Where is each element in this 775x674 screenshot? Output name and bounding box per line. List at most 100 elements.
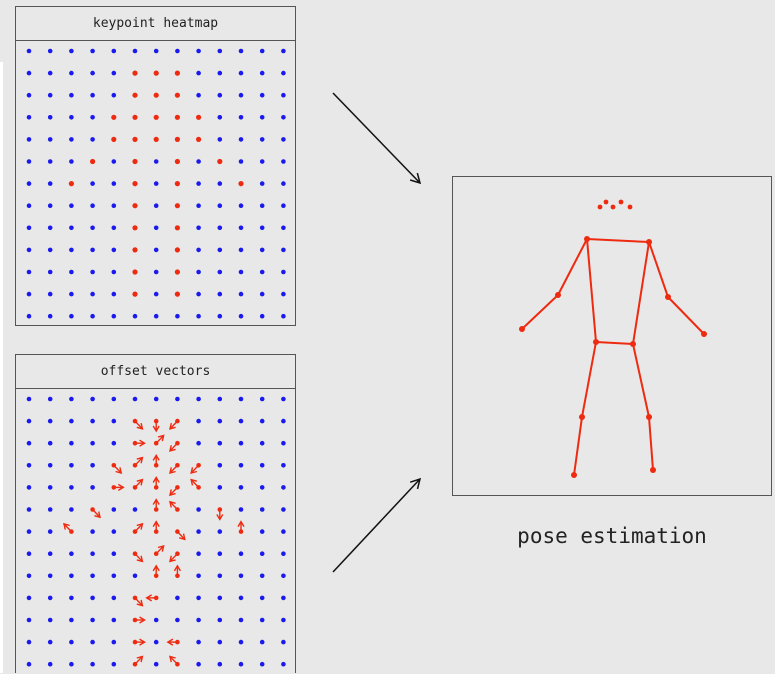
heatmap-grid-point <box>111 269 117 275</box>
offset-grid-point <box>26 507 32 512</box>
offset-grid-point <box>259 418 265 424</box>
offset-grid-point <box>26 573 32 579</box>
pose-joint-r_shoulder <box>646 239 652 245</box>
pose-joint-l_shoulder <box>584 236 590 242</box>
heatmap-grid-point <box>47 70 53 76</box>
offset-grid-point <box>196 661 201 667</box>
offset-grid-point <box>47 573 53 579</box>
offset-vectors-grid <box>26 396 286 667</box>
heatmap-grid-point <box>259 137 265 142</box>
heatmap-grid-point <box>111 48 117 54</box>
offset-vector-arrow <box>134 420 144 430</box>
offset-grid-point <box>111 396 117 402</box>
offset-grid-point <box>90 573 95 579</box>
offset-grid-point <box>69 573 74 579</box>
heatmap-grid-point <box>26 48 32 54</box>
keypoint-heatmap-title: keypoint heatmap <box>16 7 295 41</box>
heatmap-grid-point <box>69 203 74 208</box>
heatmap-grid-point <box>281 115 286 120</box>
heatmap-grid-point <box>238 269 244 275</box>
offset-grid-point <box>132 396 138 402</box>
heatmap-active-point <box>174 247 180 253</box>
offset-grid-point <box>90 661 95 667</box>
offset-grid-point <box>69 485 74 490</box>
offset-grid-point <box>175 617 180 623</box>
heatmap-grid-point <box>259 48 265 54</box>
pose-bone <box>586 238 597 343</box>
offset-vector-arrow <box>169 500 178 510</box>
heatmap-grid-point <box>26 291 32 297</box>
offset-grid-point <box>217 595 223 601</box>
offset-vector-arrow <box>190 478 200 488</box>
heatmap-grid-point <box>217 313 223 319</box>
offset-grid-point <box>111 529 117 534</box>
offset-grid-point <box>238 440 244 446</box>
offset-grid-point <box>238 573 244 579</box>
heatmap-grid-point <box>238 70 244 76</box>
offset-grid-point <box>259 617 265 623</box>
offset-grid-point <box>26 639 32 645</box>
offset-grid-point <box>217 551 223 556</box>
heatmap-grid-point <box>281 291 286 297</box>
heatmap-grid-point <box>281 247 286 253</box>
pose-bone <box>557 238 588 296</box>
pose-joint-head_3 <box>610 204 616 210</box>
offset-grid-point <box>238 551 244 556</box>
heatmap-grid-point <box>111 70 117 76</box>
heatmap-grid-point <box>47 159 53 164</box>
heatmap-grid-point <box>217 203 223 208</box>
pose-bone <box>648 416 654 471</box>
heatmap-active-point <box>132 114 138 120</box>
heatmap-grid-point <box>132 48 138 54</box>
pose-bone <box>648 241 669 298</box>
heatmap-grid-point <box>69 115 74 120</box>
offset-grid-point <box>90 529 95 534</box>
heatmap-grid-point <box>259 159 265 164</box>
heatmap-active-point <box>132 181 138 187</box>
heatmap-grid-point <box>238 115 244 120</box>
offset-grid-point <box>47 418 53 424</box>
heatmap-grid-point <box>175 48 180 54</box>
arrow-heatmap-to-pose <box>332 92 422 185</box>
pose-joint-l_knee <box>579 414 585 420</box>
offset-vector-arrow <box>169 442 178 452</box>
offset-vector-arrow <box>134 553 144 563</box>
pose-joint-head_5 <box>627 204 633 210</box>
offset-grid-point <box>196 639 201 645</box>
offset-grid-point <box>196 440 201 446</box>
offset-vector-origin <box>153 485 159 490</box>
heatmap-grid-point <box>90 291 95 297</box>
heatmap-grid-point <box>26 247 32 253</box>
heatmap-grid-point <box>47 203 53 208</box>
offset-grid-point <box>281 573 286 579</box>
pose-skeleton <box>519 199 707 478</box>
heatmap-grid-point <box>90 48 95 54</box>
offset-grid-point <box>90 595 95 601</box>
offset-vector-arrow <box>169 553 178 563</box>
heatmap-grid-point <box>26 70 32 76</box>
pose-joint-l_hip <box>593 339 599 345</box>
offset-grid-point <box>238 639 244 645</box>
heatmap-grid-point <box>217 115 223 120</box>
heatmap-grid-point <box>217 92 223 98</box>
offset-vector-arrow <box>155 434 165 444</box>
offset-grid-point <box>69 396 74 402</box>
offset-vector-arrow <box>190 464 200 475</box>
offset-grid-point <box>111 418 117 424</box>
heatmap-grid-point <box>69 269 74 275</box>
heatmap-grid-point <box>238 92 244 98</box>
heatmap-grid-point <box>238 137 244 142</box>
heatmap-grid-point <box>196 313 201 319</box>
heatmap-grid-point <box>153 203 159 208</box>
pose-bone <box>632 343 650 418</box>
pose-estimation-caption: pose estimation <box>517 524 707 548</box>
heatmap-grid-point <box>69 313 74 319</box>
heatmap-grid-point <box>26 203 32 208</box>
offset-grid-point <box>196 551 201 556</box>
offset-grid-point <box>238 595 244 601</box>
offset-grid-point <box>281 529 286 534</box>
offset-grid-point <box>47 440 53 446</box>
heatmap-active-point <box>153 92 159 98</box>
heatmap-grid-point <box>259 70 265 76</box>
offset-grid-point <box>238 396 244 402</box>
